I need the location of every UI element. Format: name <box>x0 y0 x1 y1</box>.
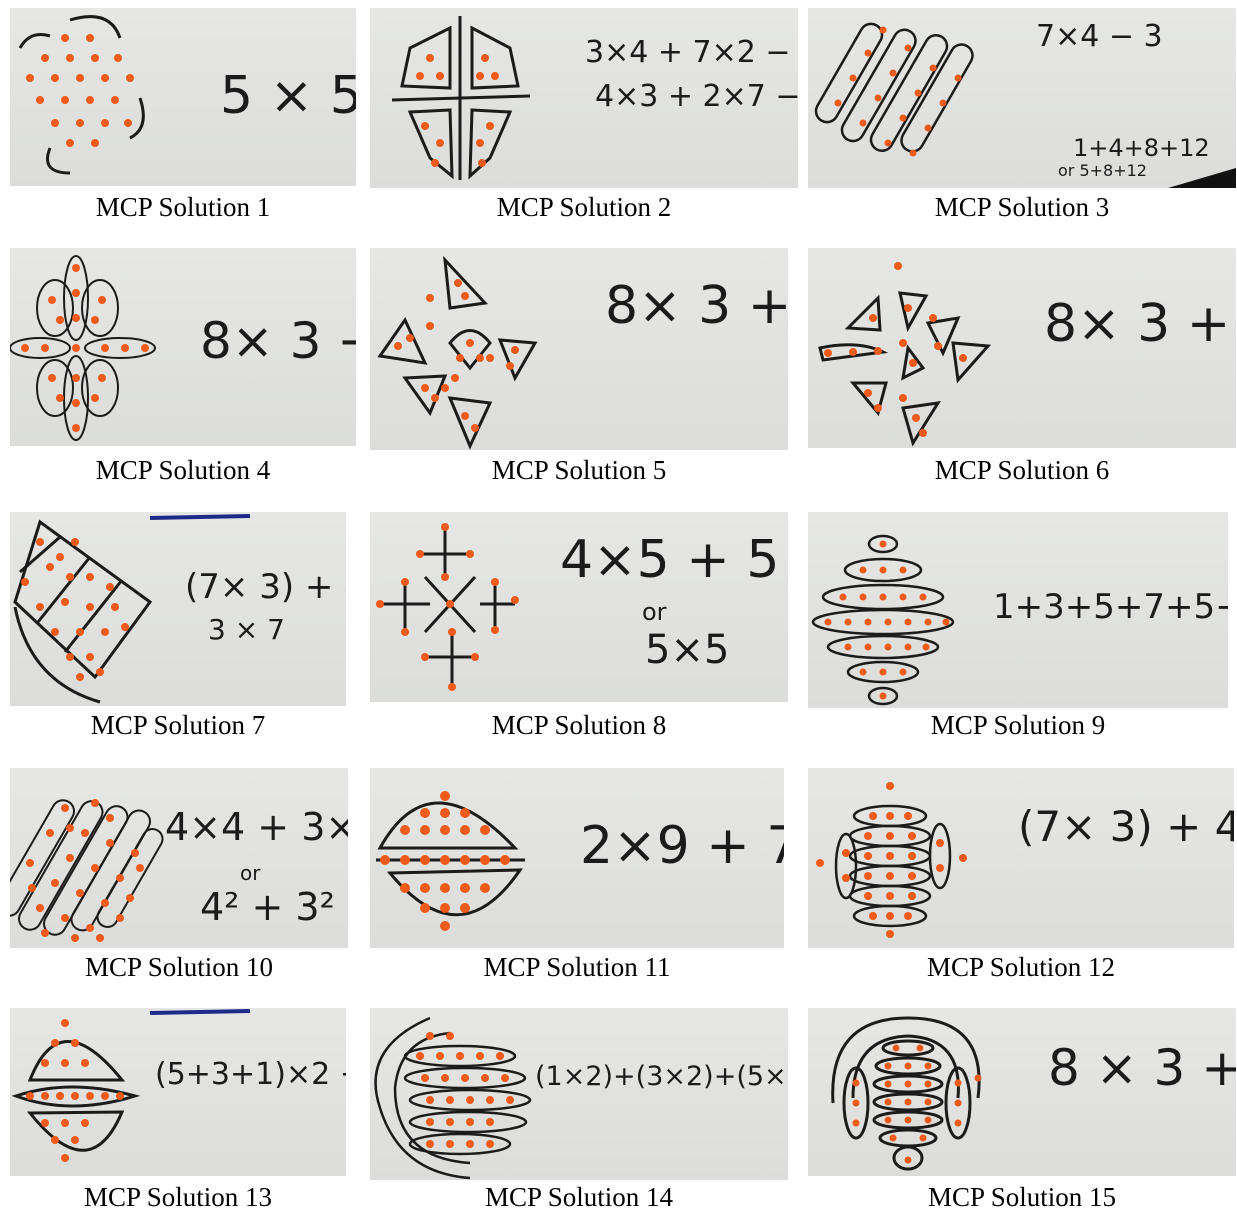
expression: 8 × 3 + 1 <box>1048 1043 1236 1093</box>
expression: 8× 3 + 1 <box>1044 298 1236 350</box>
solution-15: 8 × 3 + 1 MCP Solution 15 <box>808 1008 1236 1215</box>
solution-14: (1×2)+(3×2)+(5×2)+7 MCP Solution 14 <box>370 1008 788 1215</box>
caption: MCP Solution 10 <box>10 952 348 983</box>
expression: or 5+8+12 <box>1058 163 1147 179</box>
expression: or <box>240 863 260 883</box>
caption: MCP Solution 1 <box>10 192 356 223</box>
expression: 5×5 <box>645 630 729 670</box>
caption: MCP Solution 9 <box>808 710 1228 741</box>
expression: 5 × 5 <box>220 70 356 122</box>
solution-4: 8× 3 + 1 MCP Solution 4 <box>10 248 356 493</box>
caption: MCP Solution 11 <box>370 952 784 983</box>
solution-photo: 8× 3 + 1 <box>10 248 356 446</box>
solution-11: 2×9 + 7 MCP Solution 11 <box>370 768 784 990</box>
caption: MCP Solution 13 <box>10 1182 346 1213</box>
solution-10: 4×4 + 3×3 or 4² + 3² MCP Solution 10 <box>10 768 348 990</box>
solution-3: 7×4 − 3 1+4+8+12 or 5+8+12 MCP Solution … <box>808 8 1236 226</box>
expression: 3×4 + 7×2 − 1 <box>585 38 798 68</box>
caption: MCP Solution 8 <box>370 710 788 741</box>
solution-photo: 8× 3 + 1 <box>808 248 1236 448</box>
solution-13: (5+3+1)×2 + 7 MCP Solution 13 <box>10 1008 346 1215</box>
caption: MCP Solution 3 <box>808 192 1236 223</box>
solution-photo: 8× 3 + 1 <box>370 248 788 450</box>
solution-9: 1+3+5+7+5+3+1 MCP Solution 9 <box>808 512 1228 750</box>
caption: MCP Solution 2 <box>370 192 798 223</box>
caption: MCP Solution 6 <box>808 455 1236 486</box>
solution-photo: 1+3+5+7+5+3+1 <box>808 512 1228 708</box>
dot-drawing <box>808 768 1234 948</box>
caption: MCP Solution 4 <box>10 455 356 486</box>
expression: 1+4+8+12 <box>1073 136 1210 160</box>
caption: MCP Solution 15 <box>808 1182 1236 1213</box>
solution-photo: 7×4 − 3 1+4+8+12 or 5+8+12 <box>808 8 1236 188</box>
solution-7: (7× 3) + 4 3 × 7 MCP Solution 7 <box>10 512 346 750</box>
solution-photo: (7× 3) + 4 3 × 7 <box>10 512 346 706</box>
expression: 8× 3 + 1 <box>200 316 356 366</box>
expression: 2×9 + 7 <box>580 820 784 872</box>
solution-5: 8× 3 + 1 MCP Solution 5 <box>370 248 788 493</box>
expression: 1+3+5+7+5+3+1 <box>993 590 1228 624</box>
expression: 4×5 + 5 <box>560 534 779 586</box>
caption: MCP Solution 14 <box>370 1182 788 1213</box>
expression: 8× 3 + 1 <box>605 280 788 332</box>
expression: or <box>642 600 667 624</box>
caption: MCP Solution 12 <box>808 952 1234 983</box>
solution-photo: 3×4 + 7×2 − 1 4×3 + 2×7 − 1 <box>370 8 798 188</box>
solution-6: 8× 3 + 1 MCP Solution 6 <box>808 248 1236 493</box>
solution-photo: (5+3+1)×2 + 7 <box>10 1008 346 1176</box>
expression: (1×2)+(3×2)+(5×2)+7 <box>535 1063 788 1090</box>
expression: 7×4 − 3 <box>1036 22 1163 52</box>
caption: MCP Solution 7 <box>10 710 346 741</box>
caption: MCP Solution 5 <box>370 455 788 486</box>
solution-photo: 4×5 + 5 or 5×5 <box>370 512 788 702</box>
solution-2: 3×4 + 7×2 − 1 4×3 + 2×7 − 1 MCP Solution… <box>370 8 798 226</box>
expression: 4×3 + 2×7 − 1 <box>595 82 798 112</box>
dot-drawing <box>10 1008 346 1176</box>
solution-photo: 4×4 + 3×3 or 4² + 3² <box>10 768 348 948</box>
solution-photo: 2×9 + 7 <box>370 768 784 948</box>
solution-photo: (7× 3) + 4 <box>808 768 1234 948</box>
expression: 4×4 + 3×3 <box>165 808 348 846</box>
expression: 3 × 7 <box>208 616 285 644</box>
expression: (7× 3) + 4 <box>1018 806 1234 848</box>
expression: (5+3+1)×2 + 7 <box>155 1060 346 1090</box>
expression: 4² + 3² <box>200 888 335 926</box>
dot-drawing <box>10 512 346 706</box>
solution-12: (7× 3) + 4 MCP Solution 12 <box>808 768 1234 990</box>
solution-photo: 5 × 5 <box>10 8 356 186</box>
dot-drawing <box>370 1008 788 1180</box>
expression: (7× 3) + 4 <box>185 570 346 604</box>
solution-photo: (1×2)+(3×2)+(5×2)+7 <box>370 1008 788 1180</box>
solution-8: 4×5 + 5 or 5×5 MCP Solution 8 <box>370 512 788 750</box>
solution-1: 5 × 5 MCP Solution 1 <box>10 8 356 226</box>
solution-photo: 8 × 3 + 1 <box>808 1008 1236 1176</box>
